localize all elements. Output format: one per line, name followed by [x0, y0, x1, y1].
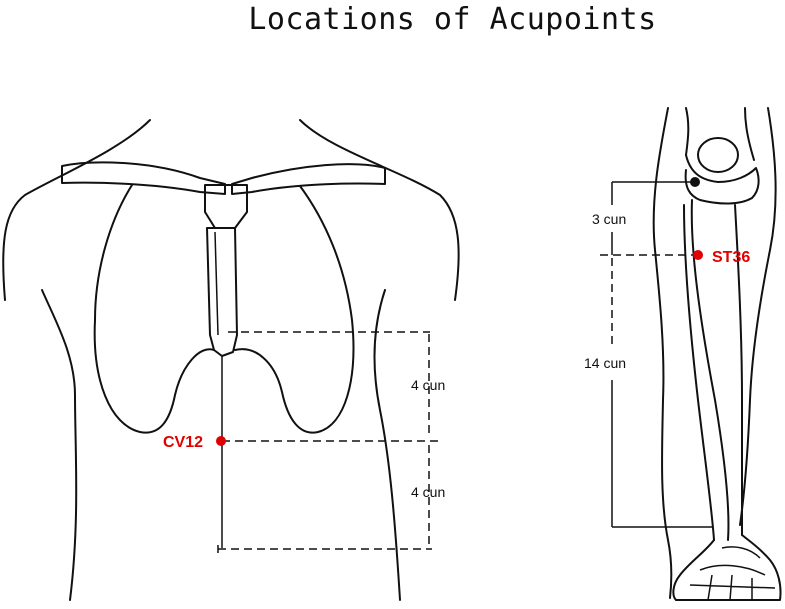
right-flank-outline: [373, 289, 401, 601]
diagram-title: Locations of Acupoints: [248, 2, 657, 37]
knee-landmark-marker: [690, 177, 700, 187]
st36-marker: [693, 250, 703, 260]
femur-right: [744, 107, 755, 161]
leg-outer-left: [652, 107, 673, 599]
foot-bones: [689, 546, 776, 601]
left-clavicle: [61, 161, 226, 195]
leg-outer-right: [739, 107, 777, 526]
st36-label: ST36: [712, 249, 750, 266]
torso-measure-lower-label: 4 cun: [411, 484, 445, 500]
patella: [697, 137, 739, 173]
left-flank-outline: [41, 289, 78, 601]
cv12-label: CV12: [163, 434, 203, 451]
tibia-left: [690, 199, 730, 541]
right-shoulder-outline: [299, 119, 460, 301]
femur-left: [685, 107, 690, 156]
leg-figure: 3 cun 14 cun ST36: [584, 107, 782, 601]
sternum-body: [206, 227, 238, 357]
leg-measure-lower-label: 14 cun: [584, 355, 626, 371]
right-clavicle: [231, 163, 386, 195]
foot-outline: [672, 534, 782, 601]
knee-joint: [684, 154, 760, 205]
cv12-marker: [216, 436, 226, 446]
sternum-inner-line: [214, 231, 219, 336]
left-ribcage-outline: [93, 184, 215, 434]
leg-measure-upper-label: 3 cun: [592, 211, 626, 227]
left-shoulder-outline: [2, 119, 151, 301]
torso-measure-upper-label: 4 cun: [411, 377, 445, 393]
torso-figure: 4 cun 4 cun CV12: [2, 119, 460, 601]
right-ribcage-outline: [234, 185, 355, 434]
tibia-right: [734, 204, 744, 536]
